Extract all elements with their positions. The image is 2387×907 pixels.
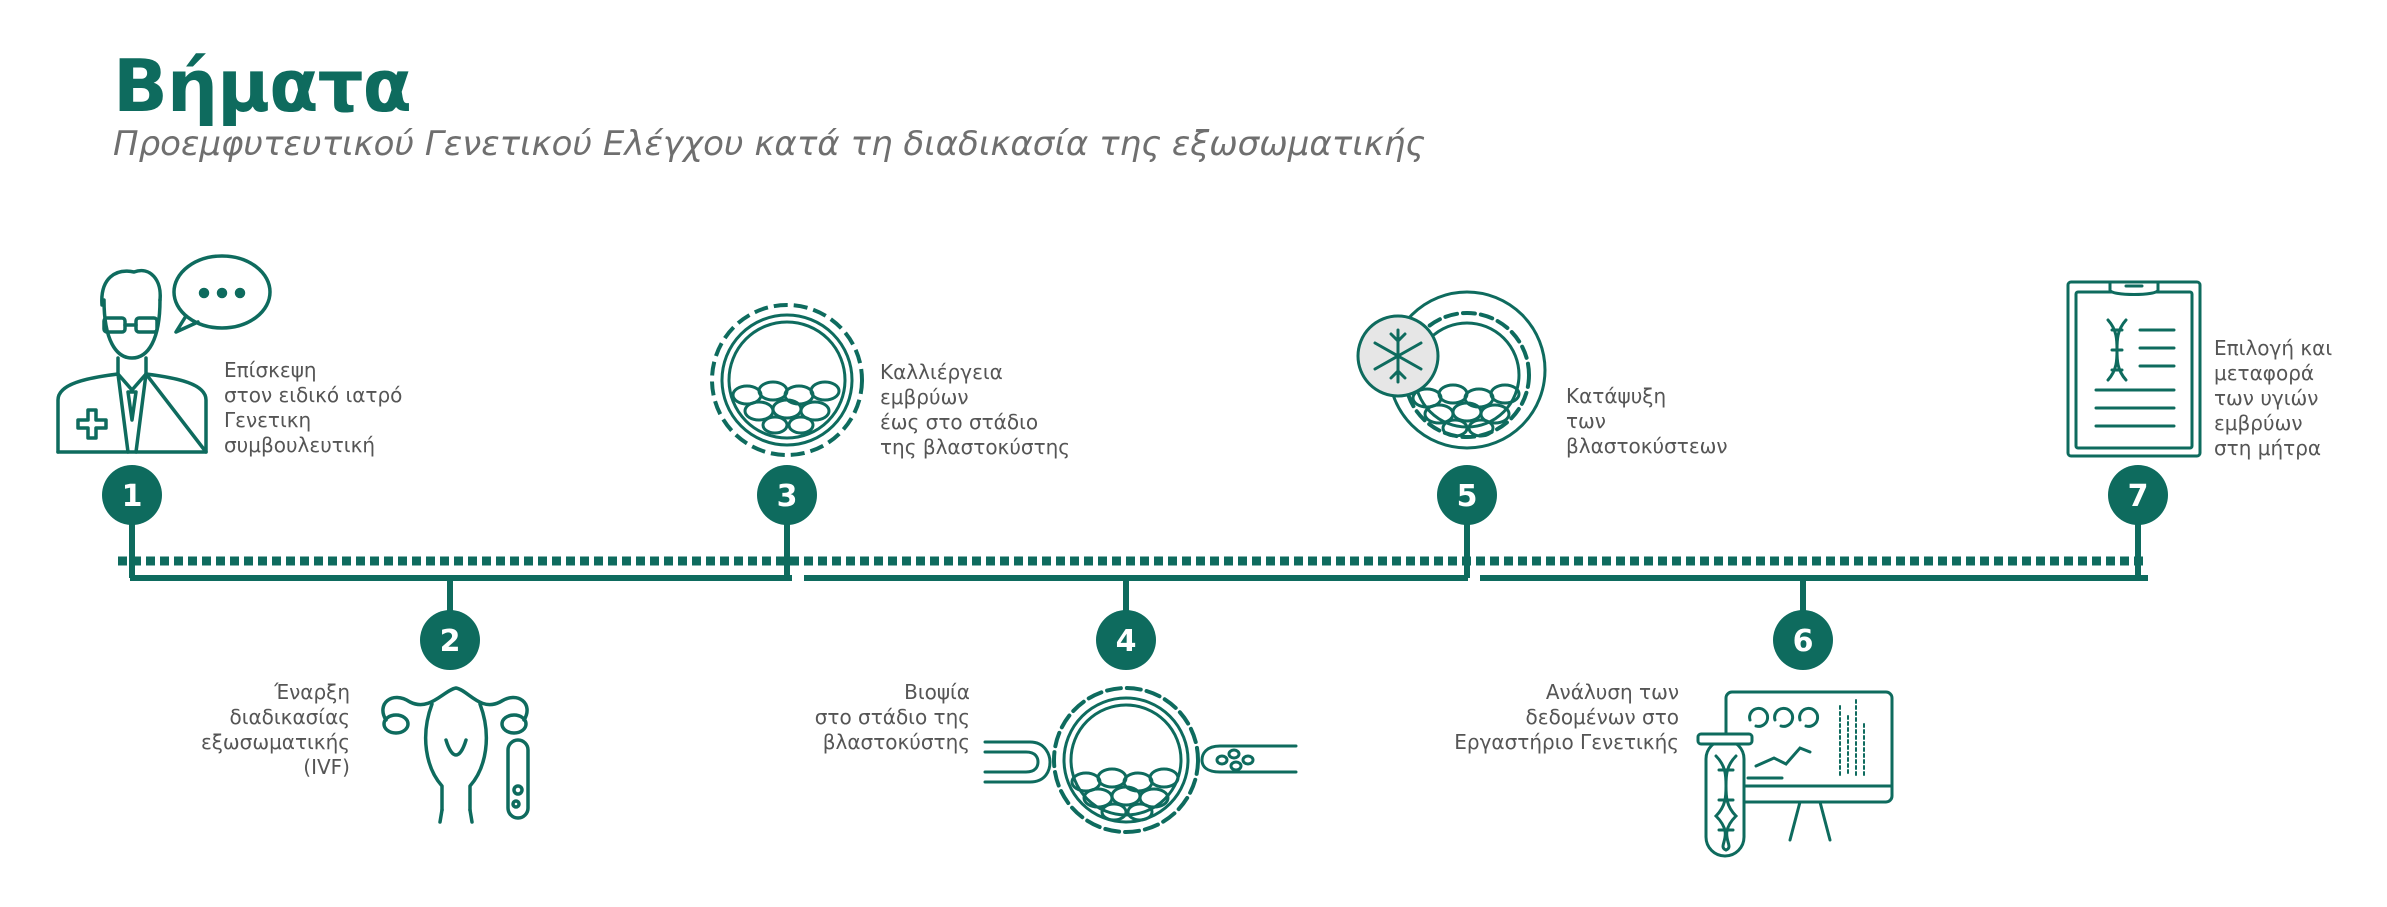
step-5-label: Κατάψυξη των βλαστοκύστεων bbox=[1566, 384, 1728, 458]
step-2-label: Έναρξη διαδικασίας εξωσωματικής (IVF) bbox=[200, 680, 350, 779]
step-badge-3: 3 bbox=[757, 465, 817, 525]
lab-analysis-icon bbox=[1696, 690, 1894, 858]
step-1-label: Επίσκεψη στον ειδικό ιατρό Γενετικη συμβ… bbox=[224, 358, 403, 457]
doctor-icon bbox=[56, 254, 272, 454]
step-badge-4: 4 bbox=[1096, 610, 1156, 670]
step-number: 6 bbox=[1793, 624, 1814, 659]
freezing-icon bbox=[1356, 290, 1547, 450]
embryo-culture-icon bbox=[710, 303, 864, 457]
step-number: 4 bbox=[1116, 624, 1137, 659]
clipboard-dna-icon bbox=[2066, 280, 2202, 458]
step-badge-7: 7 bbox=[2108, 465, 2168, 525]
step-7-label: Επιλογή και μεταφορά των υγιών εμβρύων σ… bbox=[2214, 336, 2333, 460]
page-subtitle: Προεμφυτευτικού Γενετικού Ελέγχου κατά τ… bbox=[113, 124, 1426, 164]
step-badge-6: 6 bbox=[1773, 610, 1833, 670]
step-number: 3 bbox=[777, 479, 798, 514]
biopsy-icon bbox=[983, 686, 1298, 834]
step-number: 7 bbox=[2128, 479, 2149, 514]
step-number: 5 bbox=[1457, 479, 1478, 514]
step-number: 2 bbox=[440, 624, 461, 659]
step-3-label: Καλλιέργεια εμβρύων έως στο στάδιο της β… bbox=[880, 360, 1071, 459]
step-4-label: Βιοψία στο στάδιο της βλαστοκύστης bbox=[814, 680, 970, 754]
timeline-lines bbox=[118, 520, 2148, 612]
step-badge-5: 5 bbox=[1437, 465, 1497, 525]
step-badge-2: 2 bbox=[420, 610, 480, 670]
connector-stems bbox=[129, 520, 2141, 612]
page-title: Βήματα bbox=[113, 44, 412, 128]
step-6-label: Ανάλυση των δεδομένων στο Εργαστήριο Γεν… bbox=[1454, 680, 1679, 754]
step-badge-1: 1 bbox=[102, 465, 162, 525]
step-number: 1 bbox=[122, 479, 143, 514]
uterus-icon bbox=[381, 686, 530, 824]
